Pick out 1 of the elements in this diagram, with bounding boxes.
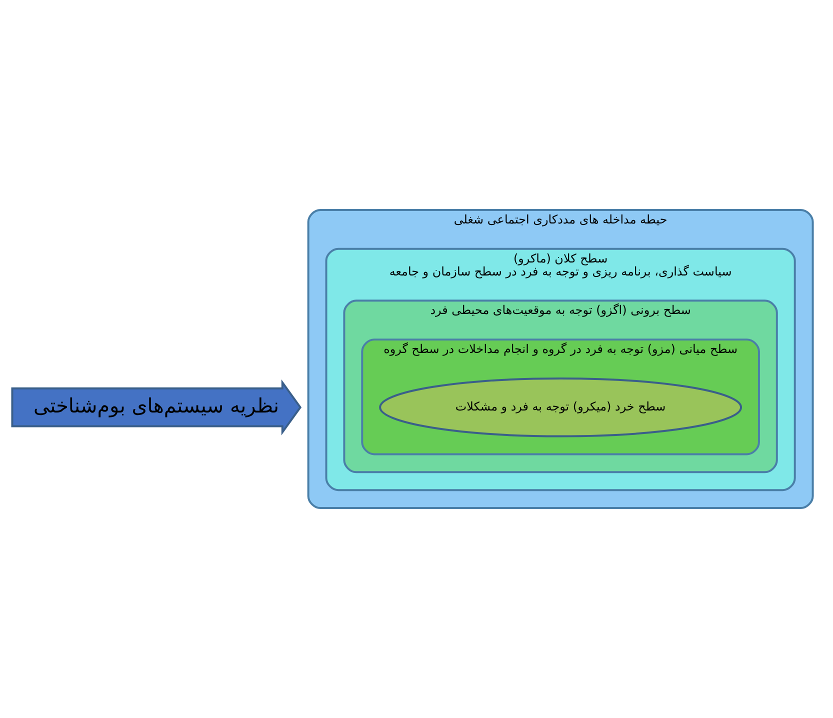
node-ellipse: سطح خرد (میکرو) توجه به فرد و مشکلات [379,377,742,438]
